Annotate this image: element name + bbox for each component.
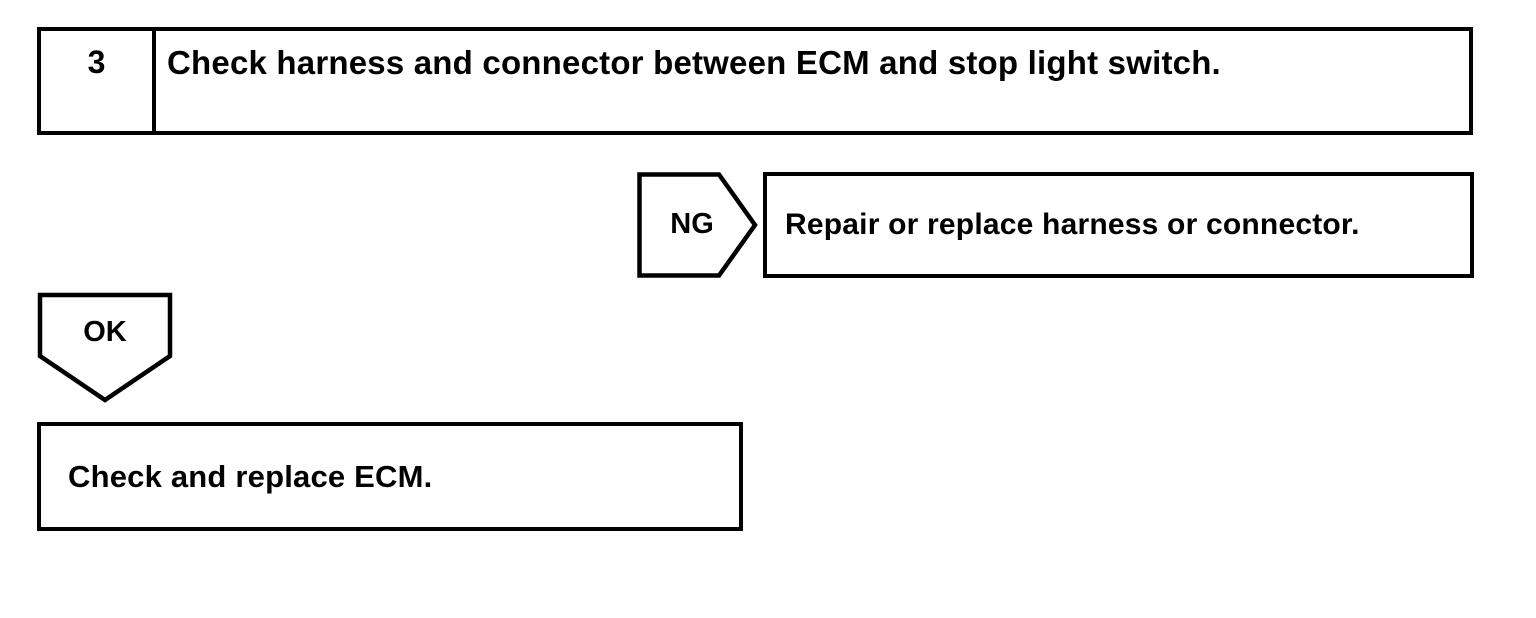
ok-pentagon-icon — [37, 292, 173, 403]
ok-label: OK — [83, 316, 127, 348]
step-instruction: Check harness and connector between ECM … — [167, 44, 1221, 81]
ng-action-box: Repair or replace harness or connector. — [763, 172, 1474, 278]
ng-label: NG — [670, 208, 714, 240]
step-box: 3 Check harness and connector between EC… — [37, 27, 1473, 135]
ng-connector-shape: NG — [637, 172, 758, 278]
step-number: 3 — [87, 44, 106, 80]
ng-pentagon-icon — [637, 172, 758, 278]
ok-connector-shape: OK — [37, 292, 173, 404]
ok-action-box: Check and replace ECM. — [37, 422, 743, 531]
step-number-cell: 3 — [41, 31, 156, 131]
ok-action-text: Check and replace ECM. — [68, 458, 433, 494]
ng-action-text: Repair or replace harness or connector. — [785, 208, 1360, 241]
